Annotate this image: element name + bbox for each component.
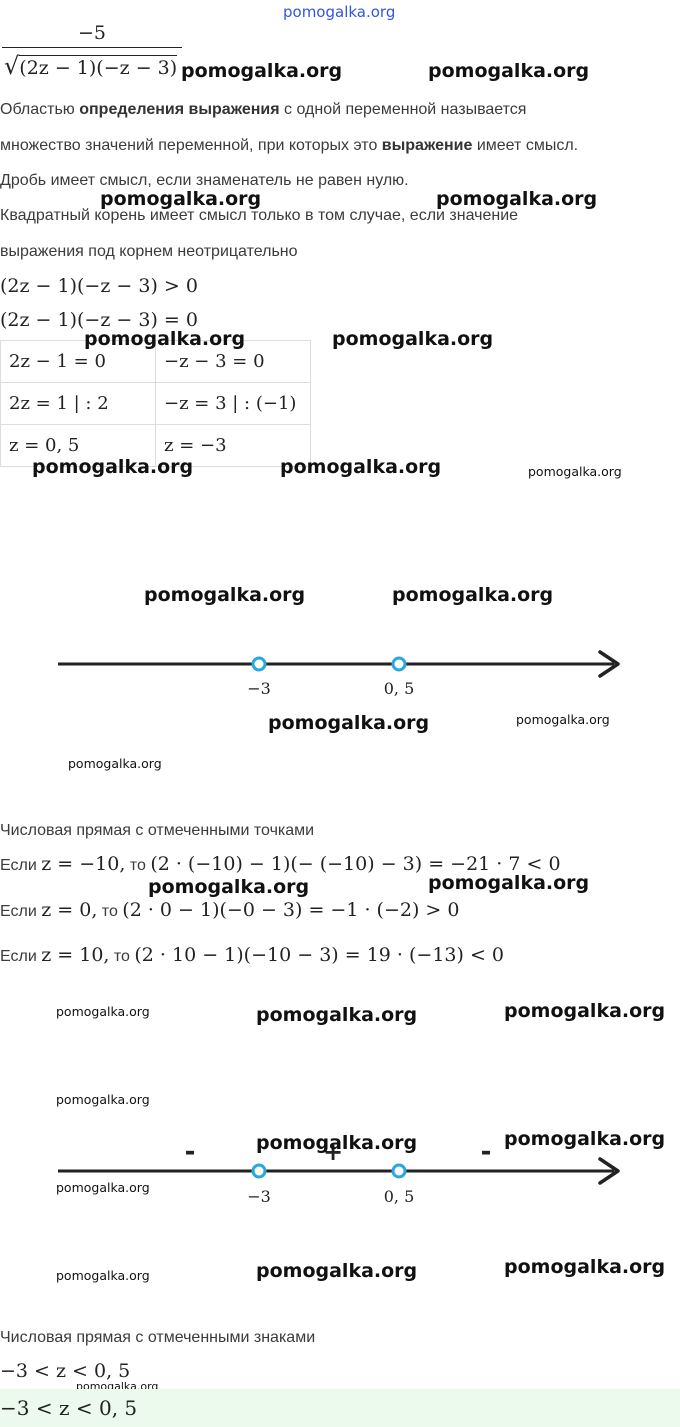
watermark: pomogalka.org [148,876,310,898]
point-minus-3 [251,1163,267,1179]
watermark: pomogalka.org [84,328,246,350]
watermark: pomogalka.org [268,712,430,734]
watermark: pomogalka.org [181,60,343,82]
watermark: pomogalka.org [100,188,262,210]
table-row: z = 0, 5 z = −3 [0,424,311,467]
text-span: Если [0,948,42,965]
point-label: 0, 5 [384,1187,415,1206]
watermark: pomogalka.org [392,584,554,606]
watermark: pomogalka.org [32,456,194,478]
watermark: pomogalka.org [256,1260,418,1282]
bold-term: выражение [381,137,473,154]
watermark: pomogalka.org [68,756,162,771]
watermark: pomogalka.org [56,1092,150,1107]
text-span: с одной переменной называется [279,101,527,118]
point-label: −3 [247,1187,271,1206]
text-span: Если [0,903,42,920]
watermark: pomogalka.org [504,1256,666,1278]
point-label: 0, 5 [384,679,415,698]
table-cell: −z = 3 | : (−1) [155,382,311,425]
equation: (2z − 1)(−z − 3) = 0 [0,309,198,331]
solve-table: 2z − 1 = 0 −z − 3 = 0 2z = 1 | : 2 −z = … [0,340,311,467]
text-span: то [125,857,151,874]
watermark-top: pomogalka.org [283,3,396,21]
watermark: pomogalka.org [504,1000,666,1022]
text-span: множество значений переменной, при котор… [0,137,382,154]
sign-left: - [185,1137,196,1167]
table-cell: z = −3 [155,424,311,467]
fraction-bar [2,47,182,48]
table-cell: 2z − 1 = 0 [0,340,156,383]
watermark: pomogalka.org [56,1268,150,1283]
sqrt-icon: √ [4,52,20,80]
watermark: pomogalka.org [280,456,442,478]
check-line-1: Если z = −10, то (2 · (−10) − 1)(− (−10)… [0,853,561,875]
answer-box [0,1389,680,1427]
solution: −3 < z < 0, 5 [0,1360,131,1382]
watermark: pomogalka.org [504,1128,666,1150]
text-span: Областью [0,101,80,118]
arrow-head-icon [598,1157,620,1185]
watermark: pomogalka.org [528,464,622,479]
table-cell: 2z = 1 | : 2 [0,382,156,425]
check-condition: z = 0, [41,899,98,921]
table-cell: z = 0, 5 [0,424,156,467]
table-row: 2z = 1 | : 2 −z = 3 | : (−1) [0,382,311,425]
definition-line-4: Квадратный корень имеет смысл только в т… [0,207,519,224]
definition-line-2: множество значений переменной, при котор… [0,137,578,155]
inequality: (2z − 1)(−z − 3) > 0 [0,275,198,297]
point-minus-3 [251,656,267,672]
watermark: pomogalka.org [428,60,590,82]
point-0-5 [391,656,407,672]
caption-signs: Числовая прямая с отмеченными знаками [0,1329,316,1346]
watermark: pomogalka.org [56,1004,150,1019]
watermark: pomogalka.org [56,1180,150,1195]
caption-points: Числовая прямая с отмеченными точками [0,822,315,839]
check-condition: z = 10, [41,944,110,966]
watermark: pomogalka.org [256,1004,418,1026]
sign-right: - [481,1137,492,1167]
point-label: −3 [247,679,271,698]
watermark: pomogalka.org [332,328,494,350]
watermark: pomogalka.org [256,1132,418,1154]
check-expression: (2 · 10 − 1)(−10 − 3) = 19 · (−13) < 0 [134,944,504,966]
check-line-2: Если z = 0, то (2 · 0 − 1)(−0 − 3) = −1 … [0,899,459,921]
sign-middle: + [323,1138,343,1166]
text-span: имеет смысл. [472,137,579,154]
radicand: (2z − 1)(−z − 3) [19,55,178,79]
fraction-denominator: √(2z − 1)(−z − 3) [4,52,178,80]
check-expression: (2 · 0 − 1)(−0 − 3) = −1 · (−2) > 0 [122,899,460,921]
check-line-3: Если z = 10, то (2 · 10 − 1)(−10 − 3) = … [0,944,504,966]
watermark: pomogalka.org [428,872,590,894]
arrow-head-icon [598,650,620,678]
fraction-numerator: −5 [78,22,107,44]
point-0-5 [391,1163,407,1179]
number-line-points: −3 0, 5 [58,650,620,698]
bold-term: определения выражения [79,101,280,118]
text-span: то [97,903,123,920]
definition-line-3: Дробь имеет смысл, если знаменатель не р… [0,172,409,189]
number-line-signs: −3 0, 5 - + - [58,1137,620,1206]
answer: −3 < z < 0, 5 [0,1396,138,1420]
watermark: pomogalka.org [516,712,610,727]
check-condition: z = −10, [41,853,126,875]
definition-line-1: Областью определения выражения с одной п… [0,101,526,119]
text-span: Если [0,857,42,874]
watermark: pomogalka.org [144,584,306,606]
definition-line-5: выражения под корнем неотрицательно [0,243,298,260]
check-expression: (2 · (−10) − 1)(− (−10) − 3) = −21 · 7 <… [150,853,561,875]
text-span: то [109,948,135,965]
watermark: pomogalka.org [436,188,598,210]
